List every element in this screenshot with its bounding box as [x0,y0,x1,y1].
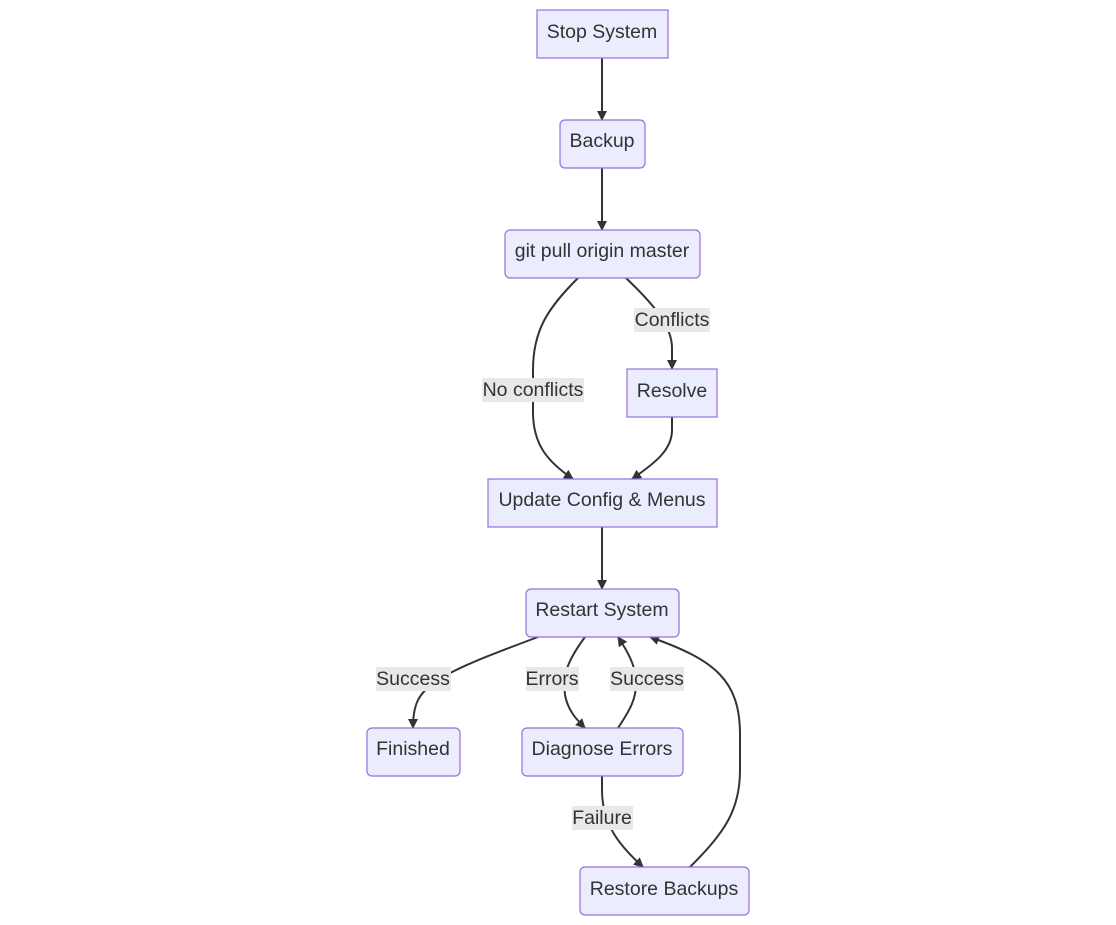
edge-restart-to-diagnose-errors [563,636,586,729]
svg-text:Restart System: Restart System [535,599,668,621]
svg-text:Restore Backups: Restore Backups [590,878,739,900]
edge-label-failure: Failure [572,806,633,830]
edge-label-errors: Errors [525,667,579,691]
svg-text:Failure: Failure [572,807,632,829]
edge-label-success-retry: Success [610,667,684,691]
svg-text:Stop System: Stop System [547,21,658,43]
svg-text:Conflicts: Conflicts [635,309,710,331]
svg-text:Success: Success [376,668,450,690]
node-restart-system: Restart System [525,588,680,638]
node-diagnose-errors: Diagnose Errors [521,727,684,777]
edge-pull-to-update-no-conflicts [532,277,579,480]
svg-text:No conflicts: No conflicts [483,379,584,401]
edge-label-conflicts: Conflicts [634,308,710,332]
edge-restore-to-restart [649,635,741,868]
svg-text:Finished: Finished [376,738,450,760]
node-stop-system: Stop System [536,9,669,59]
svg-text:git pull origin master: git pull origin master [515,240,690,262]
svg-text:Backup: Backup [569,130,634,152]
node-finished: Finished [366,727,461,777]
node-git-pull: git pull origin master [504,229,701,279]
svg-text:Resolve: Resolve [637,380,707,402]
edge-resolve-to-update [631,417,673,480]
node-update-config: Update Config & Menus [487,478,718,528]
edge-label-no-conflicts: No conflicts [482,378,584,402]
edge-label-success-finished: Success [376,667,451,691]
svg-text:Errors: Errors [525,668,578,690]
node-restore-backups: Restore Backups [579,866,750,916]
svg-text:Update Config & Menus: Update Config & Menus [498,489,705,511]
node-resolve: Resolve [626,368,718,418]
svg-text:Success: Success [610,668,684,690]
svg-text:Diagnose Errors: Diagnose Errors [532,738,673,760]
node-backup: Backup [559,119,646,169]
